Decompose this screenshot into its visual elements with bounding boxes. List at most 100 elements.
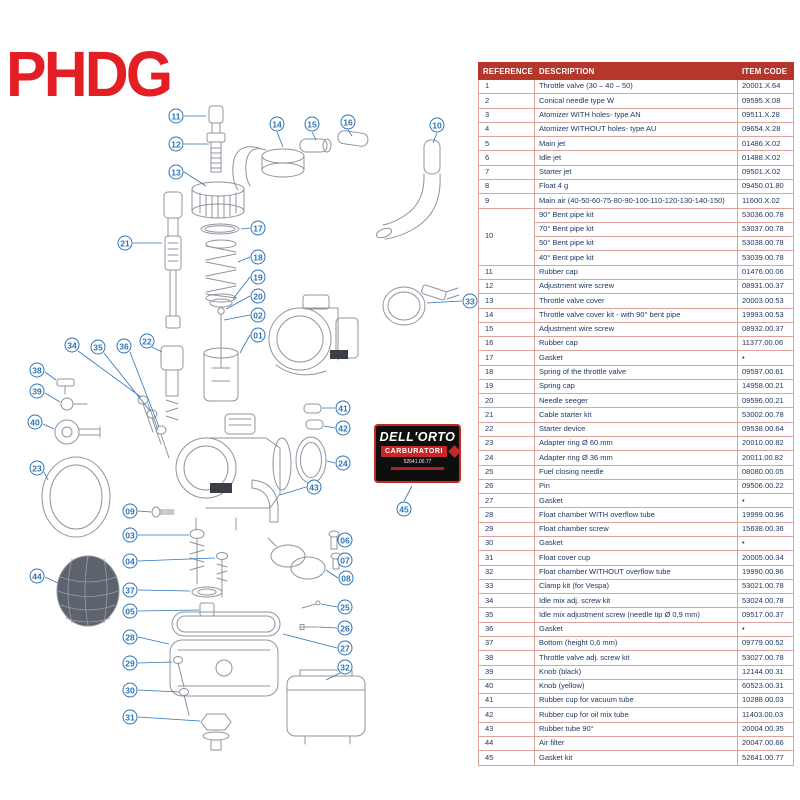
reference-cell: 2 [478,93,535,109]
description-cell: Atomizer WITH holes- type AN [534,107,738,123]
description-cell: Pin [534,478,738,495]
item-code-cell: 10288.00.03 [737,693,794,709]
col-header-itemcode: ITEM CODE [737,62,794,80]
reference-cell: 33 [478,578,535,595]
description-cell: Knob (yellow) [534,678,738,695]
reference-cell: 43 [478,721,535,737]
description-cell: Starter device [534,421,738,438]
description-cell: Rubber cap [534,336,738,352]
description-cell: 70° Bent pipe kit [534,221,738,238]
description-cell: Adapter ring Ø 36 mm [534,450,738,466]
description-cell: Float chamber screw [534,521,738,538]
description-cell: Fuel closing needle [534,464,738,480]
item-code-cell: • [737,621,794,637]
description-cell: Gasket [534,621,738,637]
reference-cell: 23 [478,436,535,452]
item-code-cell: 20003.00.53 [737,293,794,309]
item-code-cell: 20011.00.82 [737,450,794,466]
item-code-cell: 09595.X.08 [737,93,794,109]
item-code-cell: 09517.00.37 [737,607,794,623]
carburatori-badge: CARBURATORI [381,445,448,457]
description-cell: Gasket [534,535,738,552]
description-cell: Rubber cap [534,264,738,280]
description-cell: Throttle valve cover kit - with 90° bent… [534,307,738,323]
reference-cell: 15 [478,321,535,338]
reference-cell: 37 [478,635,535,652]
description-cell: Idle mix adj. screw kit [534,593,738,609]
reference-cell: 16 [478,336,535,352]
item-code-cell: 53039.00.78 [737,250,794,266]
description-cell: Spring cap [534,378,738,395]
item-code-cell: 08932.00.37 [737,321,794,338]
item-code-cell: 01488.X.02 [737,150,794,166]
description-cell: Idle jet [534,150,738,166]
description-cell: Gasket kit [534,750,738,766]
description-cell: Knob (black) [534,664,738,680]
reference-cell: 39 [478,664,535,680]
item-code-cell: 09506.00.22 [737,478,794,495]
reference-cell: 24 [478,450,535,466]
reference-cell: 27 [478,493,535,509]
description-cell: Gasket [534,493,738,509]
reference-cell: 35 [478,607,535,623]
reference-cell: 42 [478,707,535,723]
item-code-cell: 53036.00.78 [737,207,794,223]
reference-cell: 12 [478,278,535,295]
item-code-cell: • [737,493,794,509]
description-cell: Adapter ring Ø 60 mm [534,436,738,452]
description-cell: Adjustment wire screw [534,278,738,295]
item-code-cell: • [737,350,794,366]
reference-cell: 20 [478,393,535,409]
description-cell: Needle seeger [534,393,738,409]
description-cell: Idle mix adjustment screw (needle tip Ø … [534,607,738,623]
reference-cell: 40 [478,678,535,695]
item-code-cell: 60523.00.31 [737,678,794,695]
table-header-row: REFERENCE DESCRIPTION ITEM CODE [478,62,794,80]
description-cell: Air filter [534,735,738,752]
reference-cell: 1 [478,78,535,95]
reference-cell: 9 [478,193,535,209]
description-cell: 90° Bent pipe kit [534,207,738,223]
dellorto-label: DELL'ORTO CARBURATORI 52641.00.77 [374,424,461,483]
reference-cell: 8 [478,178,535,195]
item-code-cell: 52641.00.77 [737,750,794,766]
description-cell: 40° Bent pipe kit [534,250,738,266]
item-code-cell: • [737,535,794,552]
reference-cell: 34 [478,593,535,609]
item-code-cell: 01486.X.02 [737,136,794,152]
reference-cell: 26 [478,478,535,495]
item-code-cell: 19990.00.96 [737,564,794,580]
reference-cell: 6 [478,150,535,166]
reference-cell: 7 [478,164,535,180]
reference-cell: 41 [478,693,535,709]
description-cell: 50° Bent pipe kit [534,236,738,252]
item-code-cell: 09511.X.28 [737,107,794,123]
reference-cell: 44 [478,735,535,752]
item-code-cell: 08080.00.05 [737,464,794,480]
label-code: 52641.00.77 [403,458,432,465]
leader-lines [42,115,463,722]
reference-cell: 38 [478,650,535,666]
